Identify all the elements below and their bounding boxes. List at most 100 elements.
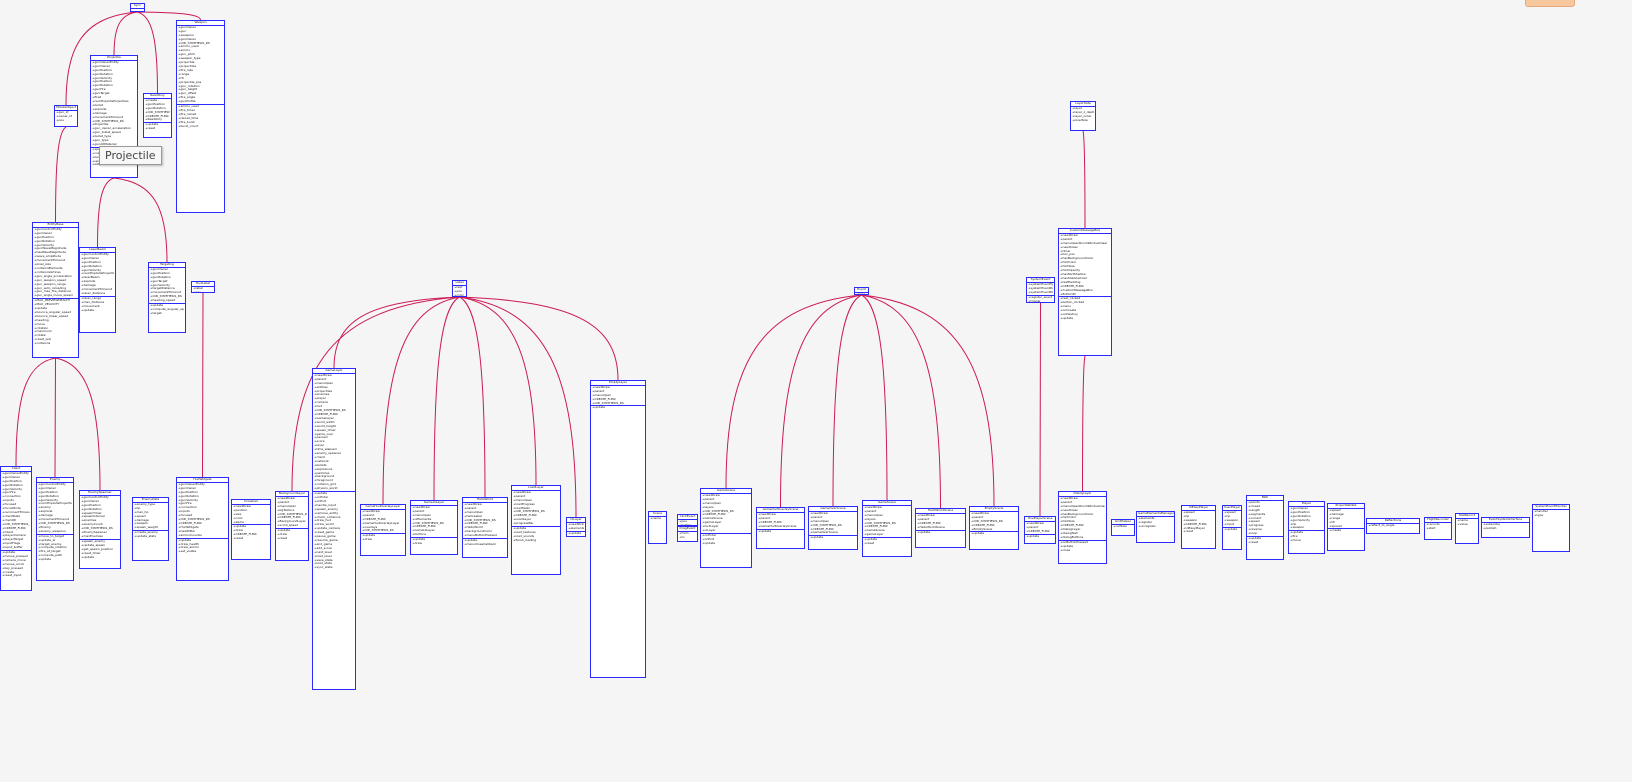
- class-box-game-layer[interactable]: GameLayer+needDraw+parent+menuOpen+entit…: [312, 368, 356, 690]
- operation-row: +load_state: [314, 562, 333, 566]
- class-attributes: +gunOwnerEntity+gunOwner+gunPosition+gun…: [177, 483, 228, 539]
- class-box-enemy[interactable]: Enemy+gunControlEntity+gunOwner+gunPosit…: [36, 477, 74, 581]
- operation-row: +onCreate: [1060, 309, 1077, 313]
- attribute-row: +gunPosition: [178, 490, 198, 494]
- class-box-hud-label[interactable]: HudLabel+label+pos: [191, 281, 215, 293]
- operation-row: +reflect_to_angle: [1368, 523, 1395, 527]
- class-box-targeting[interactable]: Targeting+gunOwner+gunPosition+gunRotati…: [148, 262, 186, 333]
- class-box-click-event[interactable]: ClickEvent+pos+button: [677, 514, 698, 526]
- attribute-row: +explosions: [314, 467, 333, 471]
- class-operations: +update+draw: [361, 534, 405, 542]
- class-box-path[interactable]: Path+points+closed+length+segments+curre…: [1246, 495, 1284, 560]
- operation-row: +movement: [81, 304, 100, 308]
- class-box-enemy-data[interactable]: EnemyData+enemy_type+hp+max_hp+speed+dam…: [132, 497, 169, 561]
- class-box-flight-recorder[interactable]: FlightRecorder+records+start: [1424, 517, 1452, 540]
- attribute-row: +hasBackgroundColor: [1060, 512, 1094, 516]
- class-box-drag-event[interactable]: DragEvent+from+to: [677, 526, 698, 542]
- class-box-sync[interactable]: Sync: [130, 3, 145, 12]
- attribute-row: +speed: [134, 514, 146, 518]
- class-box-empty-scene[interactable]: EmptyScene+needDraw+parent+OID_SYNTHESIS…: [969, 506, 1019, 550]
- edge-sync-projectile: [113, 11, 138, 56]
- attribute-row: +wave_amplitude: [34, 255, 62, 259]
- class-box-one-player-scene[interactable]: OnePlayerScene+needDraw+parent+CREATE_FU…: [1024, 516, 1056, 544]
- class-box-label[interactable]: Label+text+pos+color: [452, 280, 467, 297]
- class-box-custom-message-box[interactable]: CustomMessageBox+needDraw+parent+menuOpe…: [1058, 228, 1112, 356]
- class-box-enemy-spawner[interactable]: EnemySpawner+gunControlEntity+gunOwner+g…: [79, 490, 121, 569]
- attribute-row: +parent: [1060, 500, 1073, 504]
- class-box-missile-object[interactable]: MissileObject+gun_id+owner_id+pos: [54, 105, 78, 127]
- class-title: UserPlayer: [1223, 506, 1241, 511]
- class-box-weapon[interactable]: Weapon+gunOwner+gun+weapons+gunOwner+OID…: [176, 20, 225, 213]
- class-box-reflections[interactable]: Reflections+reflect_to_angle: [1366, 518, 1420, 534]
- attribute-row: +ammo: [178, 49, 191, 53]
- class-box-entity-base[interactable]: EntityBase+gunControlEntity+gunOwner+gun…: [32, 222, 79, 358]
- edge-event-game-scene-b: [861, 294, 888, 501]
- class-title: SystemEvent: [1027, 278, 1054, 283]
- class-box-background-layer[interactable]: BackgroundLayer+needDraw+parent+menuOpen…: [275, 491, 309, 561]
- class-box-crosshair[interactable]: Crosshair+needDraw+position+size+color+a…: [231, 499, 271, 560]
- operation-row: +update: [2, 551, 16, 555]
- class-box-game-hud-overlay-scene[interactable]: GameHudOverlayScene+needDraw+parent+CREA…: [756, 507, 805, 549]
- operation-row: +update: [277, 529, 291, 533]
- class-box-read-only[interactable]: ReadOnly+create+gunPosition+gunRotation+…: [143, 93, 172, 138]
- class-box-stat-record[interactable]: StatRecord+name+value: [1455, 513, 1479, 544]
- attribute-row: +CREATE_FUNC: [145, 114, 169, 118]
- attribute-row: +OID_SYNTHESIS_RS: [362, 529, 394, 533]
- operation-row: +trigger: [1028, 299, 1041, 303]
- corner-tab[interactable]: [1525, 0, 1575, 7]
- class-operations: +ammo_used+fire_timer+fire_reload+reload…: [177, 105, 224, 128]
- class-box-user-player[interactable]: UserPlayer+speed+hp+weapon+input+update: [1222, 505, 1242, 550]
- class-box-load-layer[interactable]: LoadLayer+needDraw+parent+menuOpen+loadP…: [511, 485, 561, 575]
- class-box-event-system[interactable]: EventSystemInterface+subscribe+publish: [1481, 517, 1530, 538]
- attribute-row: +uiElements: [412, 517, 432, 521]
- attribute-row: +gunPosition: [150, 271, 170, 275]
- class-title: GameScene: [863, 501, 911, 506]
- attribute-row: +gunVelocity: [1290, 518, 1310, 522]
- attribute-row: +layer: [1072, 106, 1083, 110]
- class-box-player[interactable]: Player+gunOwner+gunPosition+gunRotation+…: [1288, 501, 1325, 554]
- class-box-game-scene[interactable]: GameScene+needDraw+parent+menuOpen+layer…: [700, 488, 752, 568]
- class-box-dialog-layer[interactable]: DialogLayer+needDraw+parent+menuOpenRoom…: [1058, 491, 1107, 564]
- class-box-hello-world[interactable]: HelloWorld+needDraw+parent+menuOpen+hell…: [462, 497, 508, 558]
- class-box-empty-layer[interactable]: EmptyLayer+needDraw+parent+menuOpen+CREA…: [590, 380, 646, 678]
- edge-label-game-ui-layer: [433, 296, 460, 501]
- class-box-laser-beam[interactable]: LaserBeam+gunControlEntity+gunOwner+gunP…: [79, 247, 116, 333]
- attribute-row: +current: [1248, 516, 1262, 520]
- class-box-projectile-data[interactable]: ProjectileData+speed+damage+range+ttl+sp…: [1327, 503, 1365, 551]
- attribute-row: +focused: [178, 514, 193, 518]
- class-box-game-elements-manager[interactable]: GameElementsManager+elements+register+un…: [1136, 511, 1175, 543]
- operation-row: +create: [1329, 529, 1342, 533]
- attribute-row: +menuOpen: [864, 513, 884, 517]
- attribute-row: +gunPosition: [92, 80, 112, 84]
- attribute-row: +gunRotation: [150, 275, 171, 279]
- class-title: DragEvent: [678, 527, 697, 532]
- class-box-grid-helper[interactable]: GridHelper+cellSize: [1111, 519, 1135, 536]
- class-box-client[interactable]: Client+gunOwnerEntity+gunOwner+gunPositi…: [0, 466, 32, 591]
- class-box-system-event-handler[interactable]: SystemEventHandler+handler+type: [1532, 504, 1570, 552]
- class-box-scene[interactable]: Scene+name: [648, 511, 667, 544]
- attribute-row: +CREATE_FUNC: [864, 525, 888, 529]
- class-box-hello-world-scene[interactable]: HelloWorldScene+needDraw+parent+CREATE_F…: [915, 508, 966, 548]
- attribute-row: +gun_owner_acceleration: [92, 127, 131, 131]
- attribute-row: +gunPosition: [2, 479, 22, 483]
- class-box-layer-data[interactable]: LayerData+layer+layer_z_depth+layer_orde…: [1070, 101, 1096, 131]
- attribute-row: +alpha: [233, 520, 244, 524]
- attribute-row: +menuOpen: [277, 504, 297, 508]
- operation-row: +menuCloseCallback: [464, 542, 496, 546]
- class-box-game-scene-b[interactable]: GameScene+needDraw+parent+menuOpen+layer…: [862, 500, 912, 557]
- class-box-game-over-scene[interactable]: GameOverScene+needDraw+parent+menuOpen+O…: [808, 506, 858, 550]
- attribute-row: +range: [1329, 516, 1341, 520]
- operation-row: +load_level: [314, 554, 332, 558]
- class-box-game-hud-overlay[interactable]: GameHudOverlayLayer+needDraw+parent+CREA…: [360, 504, 406, 556]
- class-box-game-ui-layer[interactable]: GameUiLayer+needDraw+parent+menuOpen+uiE…: [410, 500, 458, 555]
- class-box-ui-layer[interactable]: UiLayer+needDraw+elements+update: [566, 517, 586, 537]
- attribute-row: +systemEventPos: [1028, 290, 1053, 294]
- attribute-row: +GameHudOverlayScene: [758, 524, 797, 528]
- class-box-system-event[interactable]: SystemEvent+systemEventType+systemEventD…: [1026, 277, 1055, 303]
- attribute-row: +parent: [592, 389, 605, 393]
- class-box-hud-widgets[interactable]: HudWidgets+gunOwnerEntity+gunOwner+gunPo…: [176, 477, 229, 581]
- class-box-event[interactable]: Event+type: [854, 287, 869, 295]
- attribute-row: +CREATE_FUNC: [513, 514, 537, 518]
- attribute-row: +timer: [1060, 249, 1071, 253]
- class-box-ui-easy-player[interactable]: UiEasyPlayer+speed+hp+weapon+CREATE_FUNC…: [1181, 505, 1216, 549]
